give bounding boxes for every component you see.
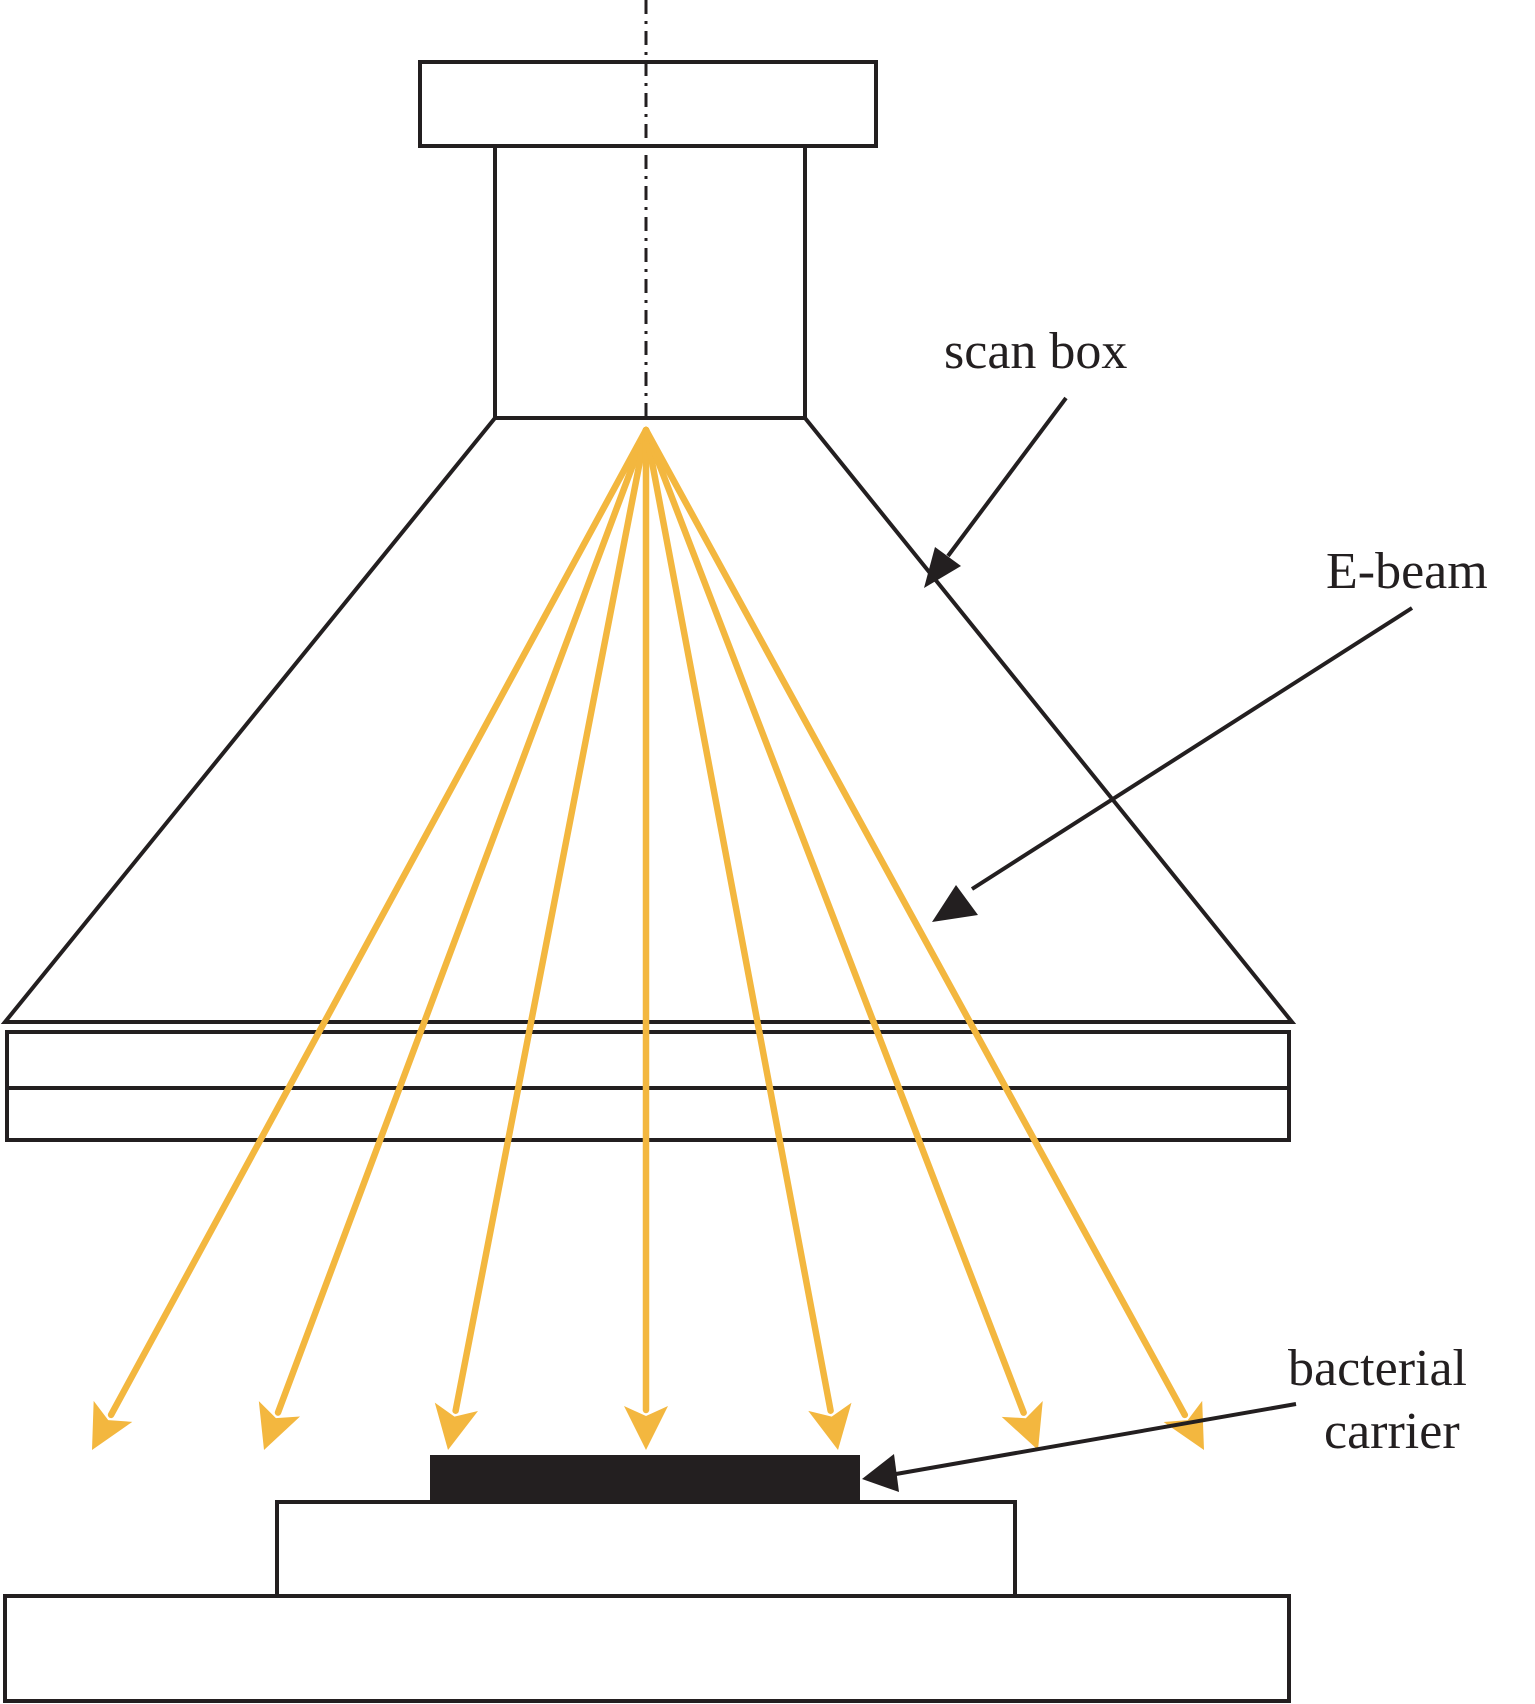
accelerator-neck [493, 144, 807, 420]
sample-stage [275, 1500, 1017, 1598]
beam-ray-7 [642, 426, 1189, 1419]
beam-ray-arrowhead-5 [808, 1402, 852, 1450]
base-platform [3, 1594, 1291, 1703]
e-beam-leader-arrowhead [932, 885, 978, 922]
scan-box-label: scan box [944, 323, 1127, 380]
accelerator-top-flange [418, 60, 878, 148]
e-beam-leader-line [970, 606, 1414, 891]
beam-ray-arrowhead-2 [258, 1401, 301, 1450]
scan-box-leader-line [946, 396, 1068, 558]
beam-ray-1 [107, 426, 650, 1419]
beam-ray-arrowhead-1 [92, 1400, 133, 1450]
beam-ray-6 [642, 426, 1027, 1416]
beam-ray-3 [452, 426, 650, 1414]
beam-ray-arrowhead-3 [434, 1402, 478, 1450]
bacterial-carrier-leader-line [895, 1402, 1297, 1476]
beam-ray-arrowhead-6 [1001, 1401, 1043, 1450]
beam-ray-5 [642, 426, 834, 1414]
bacterial-carrier-label-line2: carrier [1324, 1403, 1460, 1460]
bacterial-carrier [430, 1455, 860, 1502]
scan-box-leader-arrowhead [924, 547, 961, 588]
bacterial-carrier-label-line1: bacterial [1288, 1340, 1467, 1397]
electron-beam-rays [92, 426, 1204, 1450]
e-beam-label: E-beam [1326, 543, 1488, 600]
beam-ray-arrowhead-4 [624, 1406, 668, 1450]
bacterial-carrier-leader-arrowhead [862, 1454, 899, 1492]
beam-ray-2 [274, 426, 650, 1416]
